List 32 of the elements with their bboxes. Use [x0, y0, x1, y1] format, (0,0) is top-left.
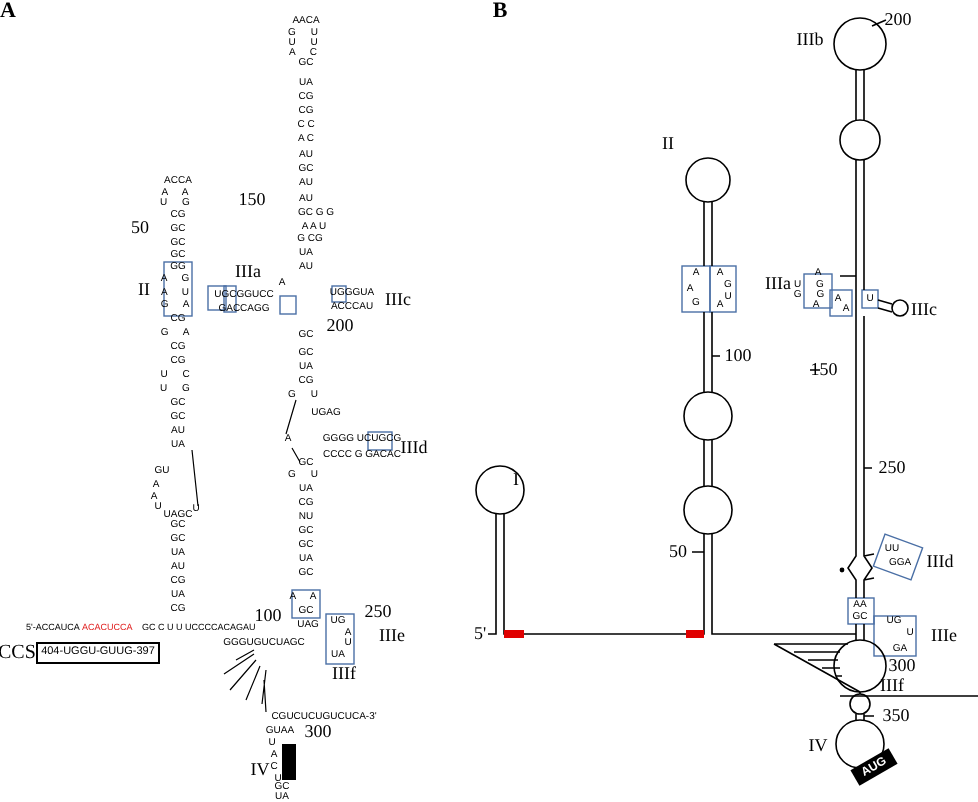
domain-label: IIIf	[332, 665, 356, 683]
domain-label: IIIc	[911, 301, 937, 319]
panel-letter: A	[0, 1, 16, 23]
panel-letter: B	[492, 1, 508, 23]
domain-label: IIIa	[235, 263, 261, 281]
position-number: 100	[254, 607, 282, 625]
position-number: 200	[884, 11, 912, 29]
domain-label: IIId	[400, 439, 428, 457]
position-number: 300	[304, 723, 332, 741]
domain-label: IIId	[926, 553, 954, 571]
position-number: 5'	[473, 625, 487, 643]
domain-label: I	[513, 471, 519, 489]
position-number: 150	[810, 361, 838, 379]
domain-label: IIIe	[379, 627, 405, 645]
position-number: 50	[131, 219, 149, 237]
domain-label: II	[138, 281, 150, 299]
domain-label: II	[662, 135, 674, 153]
domain-label: IIIe	[931, 627, 957, 645]
domain-label: IIIb	[796, 31, 824, 49]
position-number: 100	[724, 347, 752, 365]
domain-label: IIIc	[385, 291, 411, 309]
position-number: 250	[878, 459, 906, 477]
position-number: 350	[882, 707, 910, 725]
domain-label: IIIf	[880, 677, 904, 695]
domain-label: IV	[250, 761, 270, 779]
position-number: 300	[888, 657, 916, 675]
position-number: 150	[238, 191, 266, 209]
position-number: 200	[326, 317, 354, 335]
domain-label: IV	[808, 737, 828, 755]
domain-label: IIIa	[765, 275, 791, 293]
position-number: 50	[669, 543, 687, 561]
position-number: 250	[364, 603, 392, 621]
